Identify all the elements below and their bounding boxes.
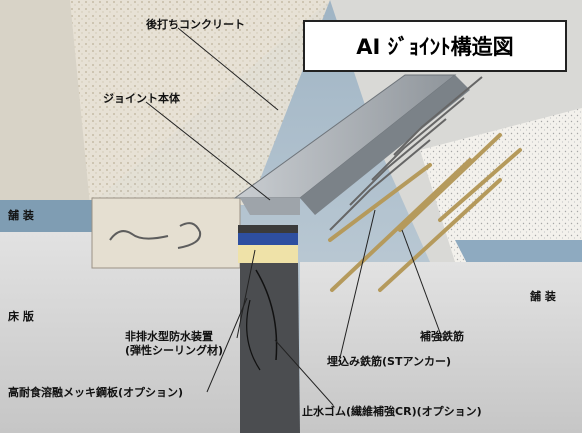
reinforcing-rebars [328,133,522,292]
leader-lines [145,27,443,406]
post-cast-concrete-texture [70,0,330,205]
joint-body-side-face [300,75,470,215]
joint-body-front-face [240,198,300,215]
label-drainage-device: 非排水型防水装置 (弾性シーリング材) [125,330,223,358]
anchor-hook-front [109,230,169,241]
label-pavement-left: 舗 装 [8,209,34,222]
seal-cap [238,225,298,233]
steel-plate-curve [246,299,261,371]
floor-slab-left [0,232,240,433]
label-anchor-rebar: 埋込み鉄筋(STアンカー) [327,355,452,368]
elastic-seal-blue [238,233,298,245]
label-drainage-device-line1: 非排水型防水装置 [125,330,213,343]
steel-plate-void [240,263,300,433]
label-pavement-right: 舗 装 [530,290,556,303]
elastic-seal-cream [238,245,298,263]
diagram-title: AI ｼﾞｮｲﾝﾄ構造図 [303,20,567,72]
label-waterstop-rubber: 止水ゴム(繊維補強CR)(オプション) [302,405,482,418]
label-post-cast-concrete: 後打ちコンクリート [146,18,245,31]
label-joint-body: ジョイント本体 [103,92,180,105]
waterstop-rubber-curve [255,269,278,361]
label-steel-plate: 高耐食溶融メッキ鋼板(オプション) [8,386,184,399]
floor-slab-right [300,262,582,433]
label-drainage-device-line2: (弾性シーリング材) [125,343,224,357]
front-concrete-block [91,197,241,269]
right-concrete-fill [420,108,582,262]
label-floor-slab: 床 版 [8,310,34,323]
label-reinforcing-rebar: 補強鉄筋 [420,330,464,343]
pavement-left-block [0,200,92,232]
anchor-loop-front [177,222,202,249]
st-anchors [329,76,483,231]
